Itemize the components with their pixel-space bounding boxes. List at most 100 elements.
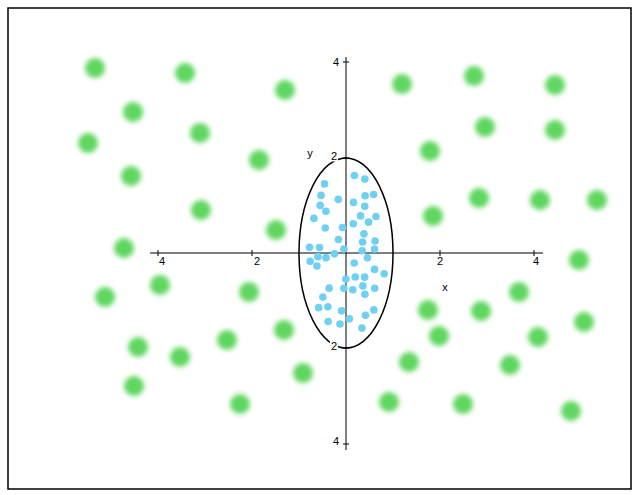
blue-dot: [335, 236, 343, 244]
blue-dot: [324, 303, 332, 311]
y-tick-label: 4: [332, 57, 340, 68]
green-dot: [266, 220, 286, 240]
ellipse-boundary: [299, 158, 393, 348]
green-dot: [249, 150, 269, 170]
green-dot: [392, 74, 412, 94]
green-dot: [423, 206, 443, 226]
green-dot: [85, 58, 105, 78]
tick-marks: [158, 62, 534, 444]
green-dot: [418, 300, 438, 320]
blue-dot: [310, 215, 318, 223]
green-dot: [191, 200, 211, 220]
blue-dot: [317, 192, 325, 200]
blue-dot: [315, 304, 323, 312]
green-dot: [545, 120, 565, 140]
green-dot: [175, 63, 195, 83]
green-dot: [293, 363, 313, 383]
green-dot: [239, 282, 259, 302]
blue-dot: [358, 247, 366, 255]
green-dot: [429, 326, 449, 346]
blue-dot: [324, 318, 332, 326]
green-dot: [190, 123, 210, 143]
green-dot: [530, 190, 550, 210]
blue-dot: [350, 259, 358, 267]
green-dot: [230, 394, 250, 414]
green-dot: [275, 80, 295, 100]
blue-dot: [319, 293, 327, 301]
blue-dot: [371, 284, 379, 292]
blue-dot: [322, 208, 330, 216]
blue-dot: [359, 238, 367, 246]
y-axis: [346, 57, 347, 450]
blue-dot: [322, 254, 330, 262]
blue-dot: [349, 286, 357, 294]
axis-label: x: [441, 282, 449, 293]
green-dot: [464, 66, 484, 86]
blue-dot: [349, 220, 357, 228]
blue-dot: [364, 254, 372, 262]
green-dot: [587, 190, 607, 210]
x-tick-label: 2: [436, 256, 444, 267]
blue-dot: [338, 307, 346, 315]
blue-dot: [334, 196, 342, 204]
green-dot: [574, 312, 594, 332]
outside-dots: [78, 58, 607, 421]
blue-dot: [351, 273, 359, 281]
blue-dot: [361, 291, 369, 299]
blue-dot: [357, 212, 365, 220]
inside-dots: [306, 172, 388, 332]
blue-dot: [321, 180, 329, 188]
green-dot: [569, 250, 589, 270]
green-dot: [274, 320, 294, 340]
green-dot: [123, 102, 143, 122]
green-dot: [217, 330, 237, 350]
green-dot: [509, 282, 529, 302]
green-dot: [150, 275, 170, 295]
blue-dot: [371, 245, 379, 253]
blue-dot: [351, 172, 359, 180]
blue-dot: [342, 275, 350, 283]
green-dot: [528, 327, 548, 347]
blue-dot: [358, 324, 366, 332]
blue-dot: [350, 199, 358, 207]
green-dot: [475, 117, 495, 137]
y-tick-label: 2: [330, 151, 338, 162]
blue-dot: [371, 237, 379, 245]
blue-dot: [331, 250, 339, 258]
green-dot: [78, 133, 98, 153]
blue-dot: [360, 230, 368, 238]
green-dot: [128, 337, 148, 357]
x-tick-label: 2: [253, 256, 261, 267]
blue-dot: [370, 191, 378, 199]
blue-dot: [306, 257, 314, 265]
blue-dot: [371, 266, 379, 274]
blue-dot: [372, 213, 380, 221]
blue-dot: [321, 224, 329, 232]
green-dot: [453, 394, 473, 414]
blue-dot: [336, 320, 344, 328]
green-dot: [471, 301, 491, 321]
blue-dot: [314, 253, 322, 261]
green-dot: [170, 347, 190, 367]
blue-dot: [340, 245, 348, 253]
green-dot: [121, 166, 141, 186]
frame: [8, 8, 631, 489]
green-dot: [469, 188, 489, 208]
blue-dot: [313, 262, 321, 270]
y-tick-label: 2: [330, 341, 338, 352]
green-dot: [500, 355, 520, 375]
green-dot: [399, 352, 419, 372]
green-dot: [545, 75, 565, 95]
blue-dot: [370, 306, 378, 314]
blue-dot: [365, 218, 373, 226]
blue-dot: [316, 244, 324, 252]
blue-dot: [361, 175, 369, 183]
green-dot: [561, 401, 581, 421]
x-tick-label: 4: [532, 256, 540, 267]
blue-dot: [359, 282, 367, 290]
blue-dot: [361, 273, 369, 281]
green-dot: [114, 238, 134, 258]
blue-dot: [361, 192, 369, 200]
